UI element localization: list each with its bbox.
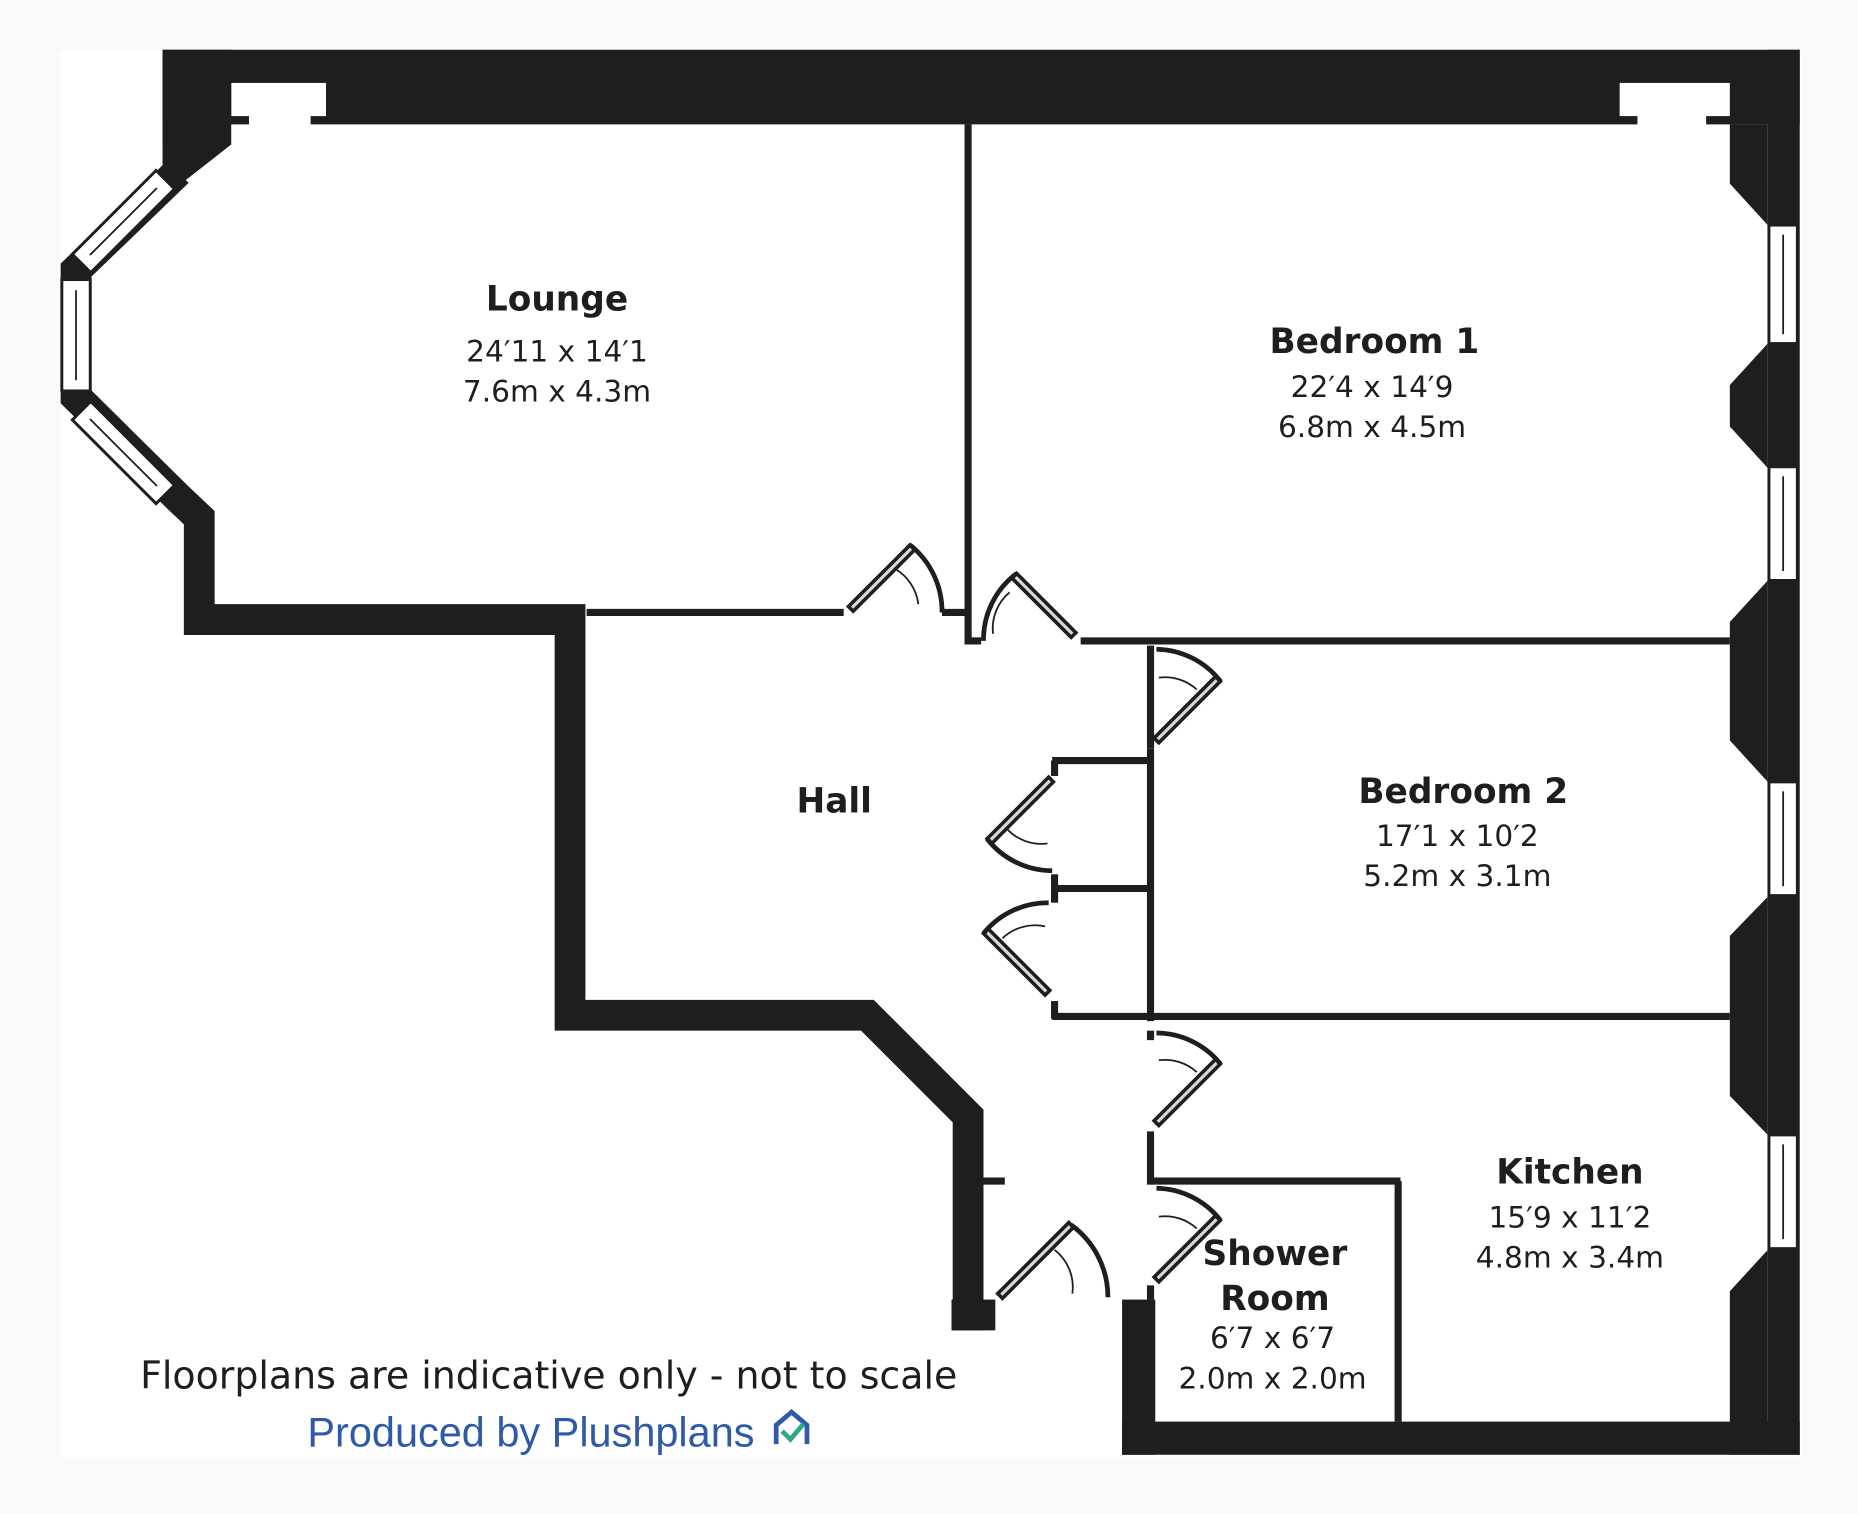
room-hall: Hall bbox=[796, 782, 871, 822]
room-shower: Shower Room 6′7 x 6′7 2.0m x 2.0m bbox=[1178, 1234, 1366, 1395]
door-cupboard1 bbox=[984, 774, 1056, 874]
room-dimensions-metric: 7.6m x 4.3m bbox=[463, 375, 651, 409]
windows bbox=[60, 168, 1799, 1251]
room-dimensions-imperial: 6′7 x 6′7 bbox=[1210, 1321, 1335, 1355]
credit-text: Produced by Plushplans bbox=[307, 1408, 754, 1455]
room-dimensions-imperial: 24′11 x 14′1 bbox=[466, 334, 648, 368]
plan-background bbox=[59, 49, 1801, 1458]
room-kitchen: Kitchen 15′9 x 11′2 4.8m x 3.4m bbox=[1476, 1152, 1664, 1274]
room-lounge: Lounge 24′11 x 14′1 7.6m x 4.3m bbox=[463, 279, 651, 408]
room-name: Bedroom 1 bbox=[1270, 322, 1480, 362]
window bbox=[70, 168, 177, 275]
room-name: Hall bbox=[796, 782, 871, 822]
door-bedroom2 bbox=[1151, 646, 1223, 746]
room-name-line1: Shower bbox=[1203, 1234, 1348, 1274]
door-entrance bbox=[995, 1220, 1111, 1301]
window bbox=[70, 399, 177, 506]
room-dimensions-metric: 2.0m x 2.0m bbox=[1178, 1361, 1366, 1395]
internal-walls bbox=[586, 124, 1730, 1422]
room-dimensions-metric: 4.8m x 3.4m bbox=[1476, 1241, 1664, 1275]
room-bedroom2: Bedroom 2 17′1 x 10′2 5.2m x 3.1m bbox=[1358, 772, 1568, 893]
door-lounge bbox=[845, 542, 945, 614]
door-shower bbox=[1151, 1185, 1223, 1285]
room-name: Lounge bbox=[486, 279, 628, 319]
plushplans-logo-icon bbox=[773, 1409, 810, 1445]
room-name: Bedroom 2 bbox=[1358, 772, 1568, 812]
door-kitchen bbox=[1151, 1030, 1223, 1128]
window bbox=[1767, 465, 1799, 582]
door-bedroom1 bbox=[981, 570, 1079, 641]
room-dimensions-imperial: 17′1 x 10′2 bbox=[1376, 819, 1539, 853]
room-name-line2: Room bbox=[1220, 1279, 1329, 1319]
window bbox=[1767, 1133, 1799, 1251]
room-name: Kitchen bbox=[1496, 1152, 1643, 1192]
disclaimer-text: Floorplans are indicative only - not to … bbox=[140, 1353, 957, 1397]
window bbox=[60, 278, 92, 393]
external-walls bbox=[60, 49, 1800, 1455]
door-cupboard2 bbox=[980, 900, 1053, 998]
room-dimensions-metric: 5.2m x 3.1m bbox=[1363, 859, 1551, 893]
window bbox=[1767, 223, 1799, 346]
room-dimensions-imperial: 22′4 x 14′9 bbox=[1291, 370, 1454, 404]
doors bbox=[845, 542, 1223, 1301]
room-bedroom1: Bedroom 1 22′4 x 14′9 6.8m x 4.5m bbox=[1270, 322, 1480, 444]
room-dimensions-metric: 6.8m x 4.5m bbox=[1278, 410, 1466, 444]
window bbox=[1767, 780, 1799, 898]
room-dimensions-imperial: 15′9 x 11′2 bbox=[1488, 1200, 1651, 1234]
